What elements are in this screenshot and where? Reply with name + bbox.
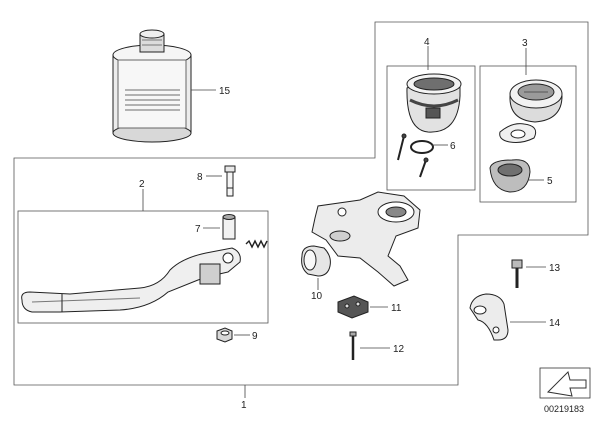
callout-11: 11 (391, 303, 402, 314)
reservoir-cap (509, 79, 563, 123)
reservoir-seal-ring (410, 140, 434, 154)
callout-8: 8 (197, 172, 203, 183)
rubber-boot (301, 245, 331, 277)
cap-membrane (499, 123, 537, 143)
callout-3: 3 (522, 38, 528, 49)
main-assembly-outline (13, 21, 589, 386)
callout-5: 5 (547, 176, 553, 187)
spring (245, 239, 268, 249)
callout-10: 10 (311, 291, 323, 302)
callout-4: 4 (424, 37, 430, 48)
callout-labels: 1 2 3 4 5 6 7 8 9 10 11 12 13 14 15 (139, 37, 561, 411)
hand-brake-lever (21, 247, 241, 313)
callout-9: 9 (252, 331, 258, 342)
reservoir-group-3-outline (479, 65, 577, 203)
callout-7: 7 (195, 224, 201, 235)
lever-nut (216, 327, 233, 343)
mounting-bolt (511, 259, 523, 288)
callout-13: 13 (549, 263, 561, 274)
brake-fluid-can (112, 29, 192, 143)
callout-2: 2 (139, 179, 145, 190)
clamp-screw (349, 331, 357, 360)
cap-gasket (489, 159, 531, 193)
reservoir-group-4-outline (386, 65, 476, 191)
reservoir-screw-a (397, 133, 407, 161)
reference-arrow-icon (539, 367, 591, 399)
reservoir-housing (406, 73, 462, 133)
leader-lines (142, 46, 546, 398)
reservoir-screw-b (419, 157, 429, 178)
callout-14: 14 (549, 318, 561, 329)
bushing (222, 214, 236, 240)
master-cylinder (311, 191, 421, 287)
callout-15: 15 (219, 86, 231, 97)
callout-6: 6 (450, 141, 456, 152)
callout-12: 12 (393, 344, 405, 355)
handlebar-bracket (469, 293, 509, 341)
callout-1: 1 (241, 400, 247, 411)
reference-code: 00219183 (544, 404, 584, 414)
pivot-pin (224, 165, 236, 197)
clamp-piece (337, 295, 369, 319)
